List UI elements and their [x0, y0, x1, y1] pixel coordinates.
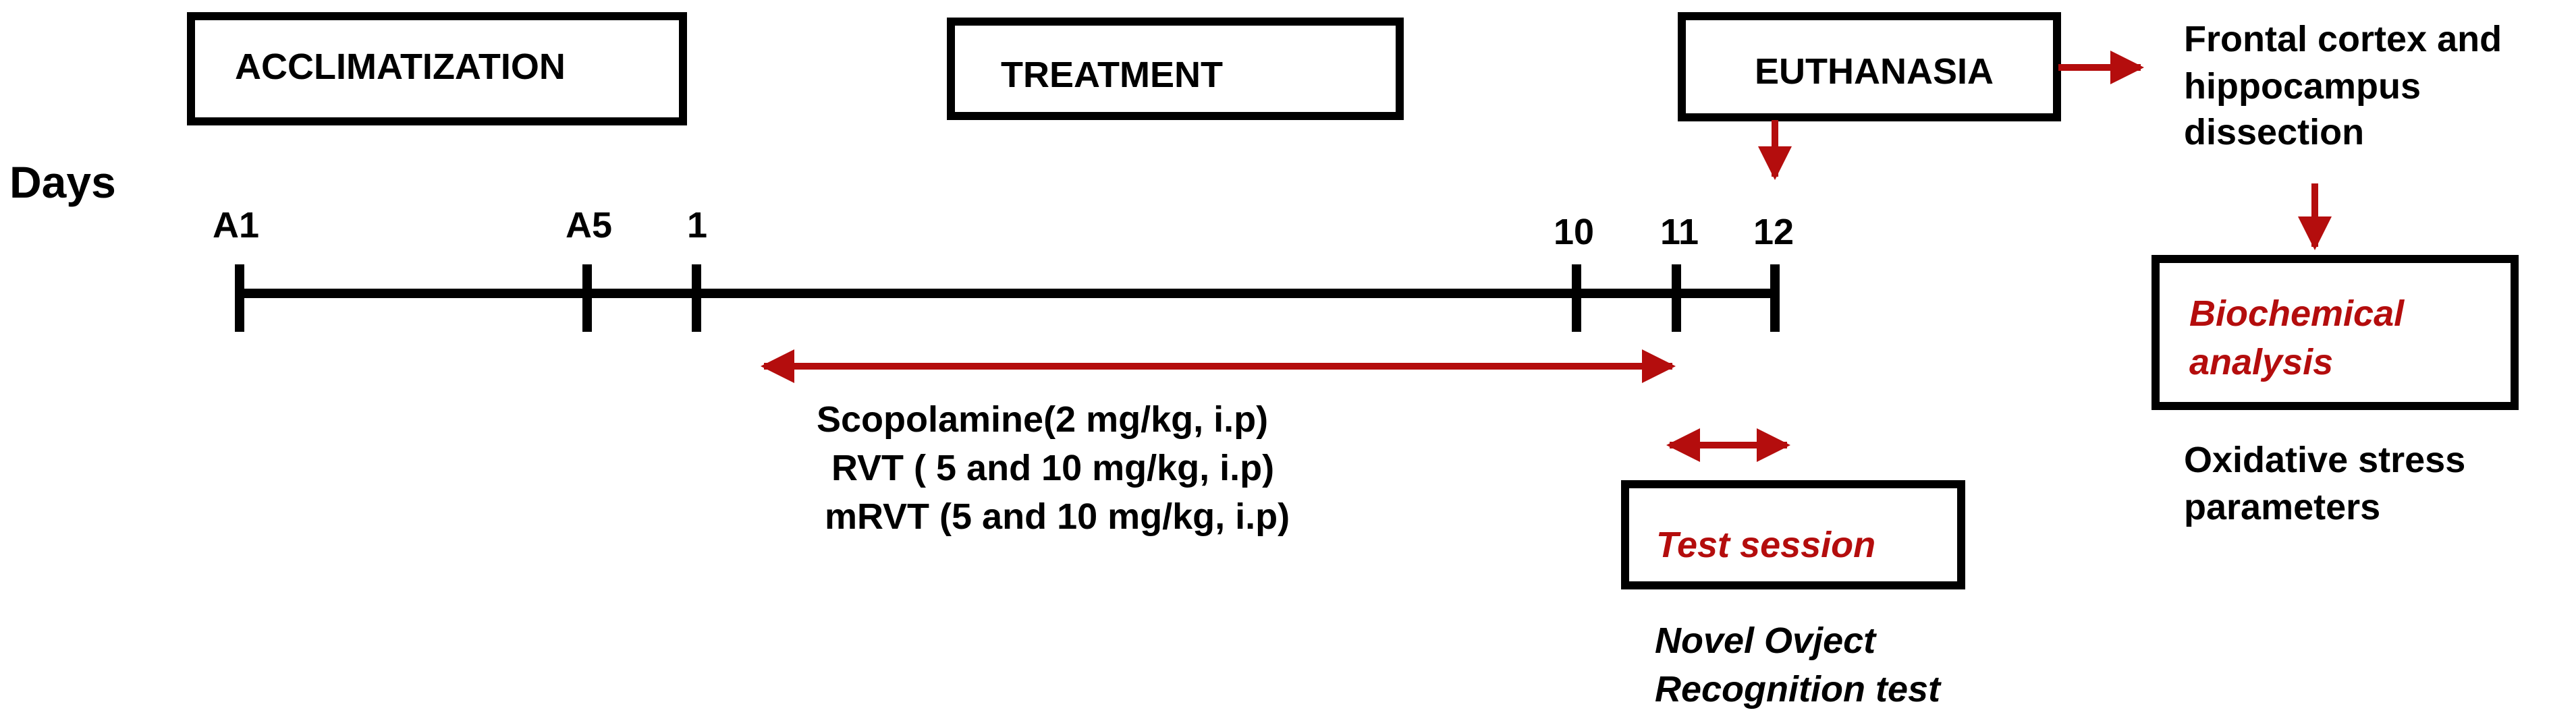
treatment-detail-line-1: Scopolamine(2 mg/kg, i.p)	[817, 399, 1268, 440]
treatment-detail-line-2: RVT ( 5 and 10 mg/kg, i.p)	[831, 448, 1274, 488]
dissection-line-1: Frontal cortex and	[2184, 19, 2502, 59]
biochemical-label-line-2: analysis	[2189, 342, 2333, 382]
treatment-box	[947, 18, 1404, 120]
test-caption-line-2: Recognition test	[1655, 669, 1942, 709]
treatment-label: TREATMENT	[1001, 55, 1223, 95]
tick-label-12: 12	[1753, 212, 1794, 252]
test-session-box	[1621, 480, 1965, 589]
test-session-label: Test session	[1656, 525, 1875, 565]
biochemical-label-line-1: Biochemical	[2189, 293, 2405, 334]
treatment-detail-line-3: mRVT (5 and 10 mg/kg, i.p)	[825, 496, 1290, 537]
days-axis-label: Days	[9, 157, 116, 207]
biochem-caption-line-1: Oxidative stress	[2184, 440, 2465, 480]
tick-label-11: 11	[1660, 212, 1699, 252]
biochemical-analysis-box	[2152, 255, 2519, 410]
dissection-line-3: dissection	[2184, 112, 2364, 152]
euthanasia-box	[1678, 12, 2061, 121]
dissection-line-2: hippocampus	[2184, 66, 2421, 107]
acclimatization-label: ACCLIMATIZATION	[235, 47, 566, 87]
tick-label-a5: A5	[566, 205, 612, 245]
euthanasia-label: EUTHANASIA	[1755, 51, 1994, 92]
biochem-caption-line-2: parameters	[2184, 487, 2380, 527]
test-caption-line-1: Novel Ovject	[1655, 620, 1877, 661]
tick-label-10: 10	[1554, 212, 1594, 252]
tick-label-1: 1	[687, 205, 707, 245]
acclimatization-box	[187, 12, 687, 125]
tick-label-a1: A1	[213, 205, 259, 245]
